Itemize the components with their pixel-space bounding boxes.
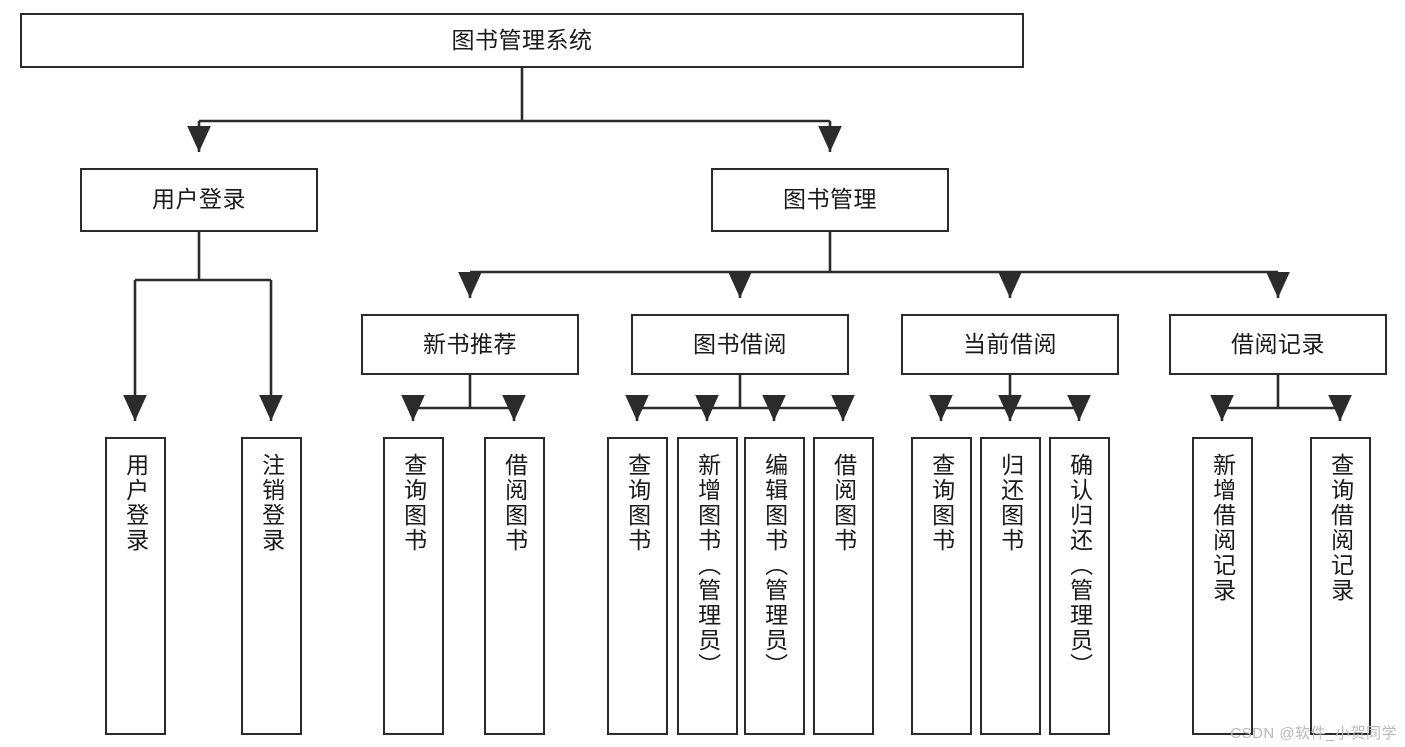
node-user-login[interactable]: 用户登录 <box>80 168 318 232</box>
leaf-book-borrow-borrow[interactable]: 借阅图书 <box>813 437 874 735</box>
leaf-borrow-record-query[interactable]: 查询借阅记录 <box>1310 437 1371 735</box>
node-label: 借阅记录 <box>1231 330 1325 357</box>
node-borrow-record[interactable]: 借阅记录 <box>1169 314 1387 375</box>
leaf-new-book-query[interactable]: 查询图书 <box>383 437 444 735</box>
node-label: 新书推荐 <box>423 330 517 357</box>
leaf-current-borrow-return[interactable]: 归还图书 <box>980 437 1041 735</box>
leaf-book-borrow-edit[interactable]: 编辑图书（管理员） <box>744 437 805 735</box>
node-label: 借阅图书 <box>830 453 857 553</box>
node-label: 借阅图书 <box>501 453 528 553</box>
node-root-system[interactable]: 图书管理系统 <box>20 13 1024 68</box>
node-label: 归还图书 <box>997 453 1024 553</box>
node-label: 图书管理 <box>783 186 877 213</box>
node-label: 用户登录 <box>152 186 246 213</box>
leaf-current-borrow-confirm-return[interactable]: 确认归还（管理员） <box>1049 437 1110 735</box>
node-new-book-recommend[interactable]: 新书推荐 <box>361 314 579 375</box>
leaf-user-login-login[interactable]: 用户登录 <box>105 437 166 735</box>
node-book-management[interactable]: 图书管理 <box>711 168 949 232</box>
leaf-user-login-logout[interactable]: 注销登录 <box>241 437 302 735</box>
node-label: 用户登录 <box>122 453 149 553</box>
node-label: 图书管理系统 <box>451 26 593 53</box>
node-label: 查询图书 <box>400 453 427 553</box>
node-label: 确认归还（管理员） <box>1066 453 1093 678</box>
leaf-book-borrow-query[interactable]: 查询图书 <box>607 437 668 735</box>
leaf-borrow-record-add[interactable]: 新增借阅记录 <box>1192 437 1253 735</box>
leaf-current-borrow-query[interactable]: 查询图书 <box>911 437 972 735</box>
csdn-watermark: CSDN @软件_小贺同学 <box>1230 725 1397 742</box>
leaf-book-borrow-add[interactable]: 新增图书（管理员） <box>677 437 738 735</box>
node-current-borrow[interactable]: 当前借阅 <box>901 314 1119 375</box>
leaf-new-book-borrow[interactable]: 借阅图书 <box>484 437 545 735</box>
node-label: 查询图书 <box>928 453 955 553</box>
node-label: 新增借阅记录 <box>1209 453 1236 603</box>
node-label: 编辑图书（管理员） <box>761 453 788 678</box>
node-label: 注销登录 <box>258 453 285 553</box>
node-label: 查询借阅记录 <box>1327 453 1354 603</box>
node-label: 当前借阅 <box>963 330 1057 357</box>
node-label: 图书借阅 <box>693 330 787 357</box>
node-label: 查询图书 <box>624 453 651 553</box>
node-book-borrow[interactable]: 图书借阅 <box>631 314 849 375</box>
node-label: 新增图书（管理员） <box>694 453 721 678</box>
